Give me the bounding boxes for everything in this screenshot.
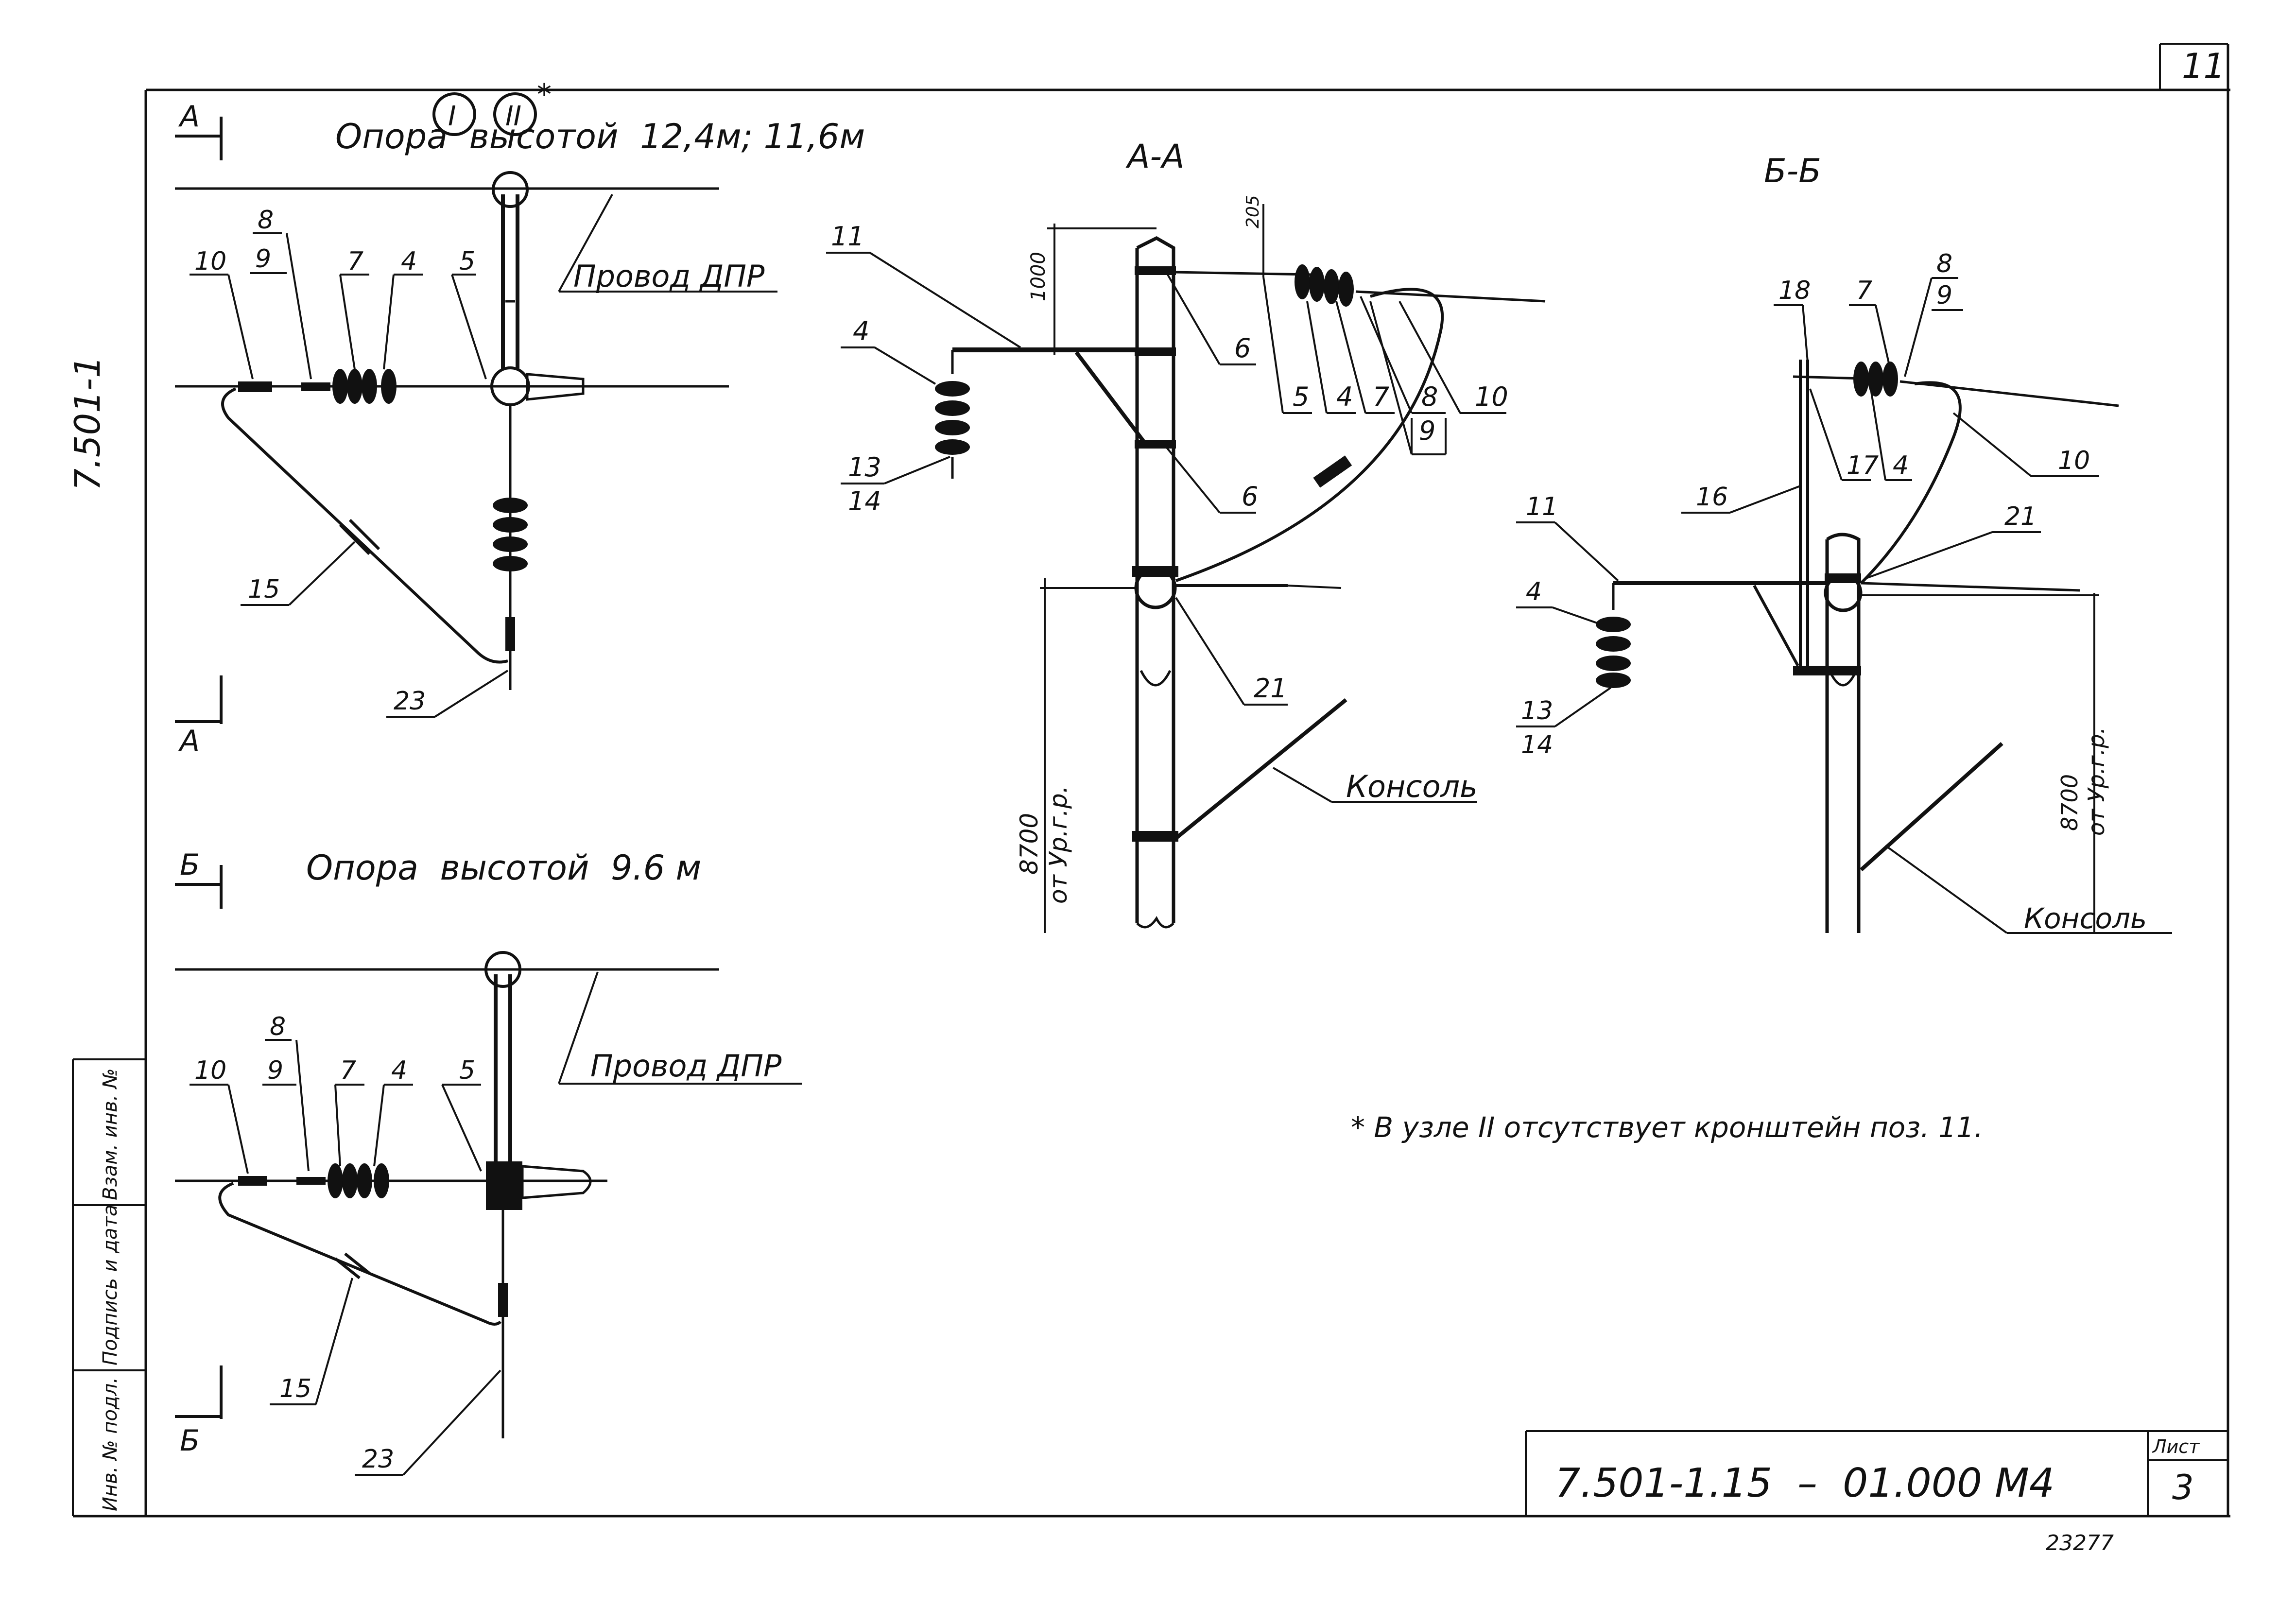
- aa-callout-4: 4: [853, 316, 869, 346]
- side-box-inventory: Инв. № подл.: [99, 1377, 121, 1511]
- side-code: 7.501-1: [67, 356, 108, 491]
- top-callout-7: 7: [347, 247, 363, 276]
- bb-callout-10: 10: [2058, 446, 2090, 475]
- section-letter-b-top: Б: [180, 848, 200, 882]
- footnote: * В узле II отсутствует кронштейн поз. 1…: [1351, 1111, 1983, 1144]
- corner-sheet-number: 11: [2182, 46, 2225, 86]
- aa-height-note: от Ур.г.р.: [1044, 785, 1072, 904]
- bb-callout-13: 13: [1521, 696, 1553, 726]
- top-callout-23: 23: [394, 687, 426, 716]
- top-callout-4: 4: [401, 247, 417, 276]
- aa-callout-13: 13: [848, 452, 881, 483]
- aa-callout-6-lower: 6: [1242, 481, 1258, 512]
- top-callout-5: 5: [459, 247, 475, 276]
- bb-callout-9: 9: [1936, 281, 1952, 310]
- title-stamp: 7.501-1.15 – 01.000 М4 Лист 3: [1525, 1430, 2228, 1516]
- aa-callout-21: 21: [1254, 673, 1287, 704]
- section-letter-b-bottom: Б: [180, 1424, 200, 1458]
- side-box-signature: Подпись и дата: [99, 1205, 121, 1365]
- bb-height-note: от Ур.г.р.: [2083, 727, 2109, 836]
- node-mark-2-label: II: [505, 101, 521, 132]
- aa-callout-6-upper: 6: [1234, 333, 1251, 363]
- node-mark-2: [493, 92, 537, 136]
- top-callout-10: 10: [194, 247, 226, 276]
- view-top: А Опора высотой 12,4м; 11,6м I II *: [175, 78, 865, 758]
- top-callout-8: 8: [258, 206, 274, 235]
- top-callout-9: 9: [255, 244, 271, 274]
- node-mark-1-label: I: [448, 101, 456, 132]
- sheet-number: 3: [2172, 1468, 2194, 1507]
- bottom-callout-10: 10: [194, 1056, 226, 1085]
- aa-callout-9: 9: [1419, 415, 1435, 446]
- node-mark-1: [432, 92, 476, 136]
- aa-dim-205: 205: [1243, 195, 1263, 228]
- aa-callout-7: 7: [1373, 381, 1389, 412]
- section-aa-title: А-А: [1125, 138, 1185, 176]
- bb-callout-21: 21: [2004, 502, 2037, 531]
- bottom-callout-5: 5: [459, 1056, 475, 1085]
- aa-callout-10: 10: [1475, 381, 1508, 412]
- aa-height-dim: 8700: [1015, 813, 1043, 875]
- bottom-callout-15: 15: [279, 1374, 311, 1403]
- bb-callout-14: 14: [1521, 730, 1553, 760]
- bottom-wire-label: Провод ДПР: [590, 1048, 782, 1084]
- view-bottom: Б Опора высотой 9.6 м 10 8 9 7 4 5: [175, 848, 802, 1476]
- bb-console-label: Консоль: [2024, 902, 2147, 935]
- aa-callout-8: 8: [1421, 381, 1438, 412]
- side-margin-boxes: Инв. № подл. Подпись и дата Взам. инв. №: [99, 1068, 121, 1511]
- bb-height-dim: 8700: [2056, 774, 2083, 831]
- bb-callout-4-lower: 4: [1526, 577, 1542, 606]
- bb-callout-11: 11: [1526, 492, 1558, 521]
- section-bb-title: Б-Б: [1764, 152, 1821, 190]
- sheet-label: Лист: [2152, 1436, 2200, 1457]
- bottom-callout-23: 23: [362, 1445, 394, 1474]
- bottom-callout-9: 9: [267, 1056, 283, 1085]
- bottom-callout-8: 8: [270, 1012, 286, 1041]
- bottom-callout-7: 7: [340, 1056, 356, 1085]
- section-bb: Б-Б 8700 от Ур.г.р. 18 7 8 9: [1516, 152, 2172, 935]
- bb-callout-7: 7: [1856, 276, 1872, 305]
- sheet-frame: [72, 43, 2230, 1518]
- bb-callout-4-upper: 4: [1893, 451, 1909, 480]
- bb-callout-18: 18: [1778, 276, 1811, 305]
- section-aa: А-А 8700 от Ур.г.р. 1000 205: [826, 138, 1546, 933]
- section-letter-a-top: А: [178, 100, 200, 134]
- aa-console-label: Консоль: [1346, 769, 1478, 804]
- stamp-code: 7.501-1.15 – 01.000 М4: [1555, 1460, 2054, 1506]
- bb-callout-17: 17: [1847, 451, 1879, 480]
- aa-callout-11: 11: [831, 221, 864, 252]
- side-box-replacement: Взам. инв. №: [99, 1068, 121, 1200]
- view-top-title: Опора высотой 12,4м; 11,6м: [335, 117, 865, 156]
- bottom-callout-4: 4: [391, 1056, 407, 1085]
- aa-callout-4-right: 4: [1336, 381, 1353, 412]
- view-bottom-title: Опора высотой 9.6 м: [306, 848, 701, 888]
- section-letter-a-bottom: А: [178, 724, 200, 758]
- inventory-number: 23277: [2046, 1531, 2114, 1555]
- aa-callout-14: 14: [848, 486, 881, 517]
- bb-callout-8: 8: [1936, 249, 1952, 278]
- top-callout-15: 15: [248, 575, 280, 604]
- node-asterisk: *: [537, 78, 552, 112]
- bb-callout-16: 16: [1696, 483, 1728, 512]
- aa-callout-5: 5: [1293, 381, 1309, 412]
- aa-dim-1000: 1000: [1027, 252, 1050, 301]
- top-wire-label: Провод ДПР: [573, 259, 765, 294]
